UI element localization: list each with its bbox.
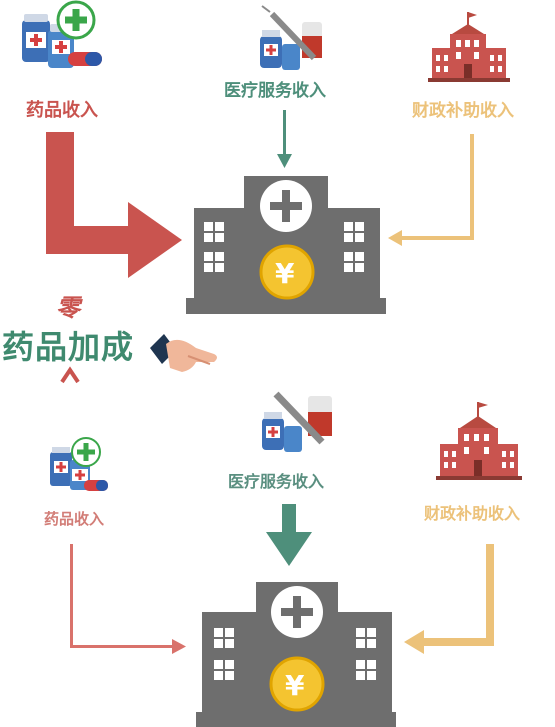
drug-income-arrow	[46, 132, 182, 278]
yuan-icon: ¥	[275, 257, 295, 290]
syringe-icon-bottom	[262, 391, 332, 452]
government-building-icon	[428, 12, 510, 82]
pointing-hand-icon	[150, 334, 217, 372]
medical-service-income-label: 医疗服务收入	[224, 81, 326, 101]
fiscal-subsidy-arrow	[388, 134, 474, 246]
medical-service-income-label-bottom: 医疗服务收入	[228, 472, 325, 491]
fiscal-subsidy-arrow-bottom	[404, 544, 494, 654]
medical-service-arrow	[277, 110, 292, 168]
yuan-icon-bottom: ¥	[285, 669, 305, 702]
zero-label: 零	[56, 293, 80, 322]
up-arrow-icon	[60, 366, 80, 384]
medicine-bottles-icon	[22, 0, 102, 68]
hospital-icon-bottom	[196, 582, 396, 727]
drug-markup-label: 药品加成	[2, 328, 135, 366]
drug-income-label: 药品收入	[26, 100, 98, 121]
drug-income-arrow-small	[70, 544, 186, 654]
fiscal-subsidy-income-label-bottom: 财政补助收入	[424, 504, 521, 523]
hospital-icon	[186, 176, 386, 314]
drug-income-label-bottom: 药品收入	[44, 510, 105, 528]
medicine-bottles-icon-small	[50, 437, 108, 491]
government-building-icon-bottom	[436, 402, 522, 480]
syringe-icon	[260, 5, 322, 70]
fiscal-subsidy-income-label: 财政补助收入	[412, 101, 514, 121]
medical-service-arrow-large	[266, 504, 312, 566]
